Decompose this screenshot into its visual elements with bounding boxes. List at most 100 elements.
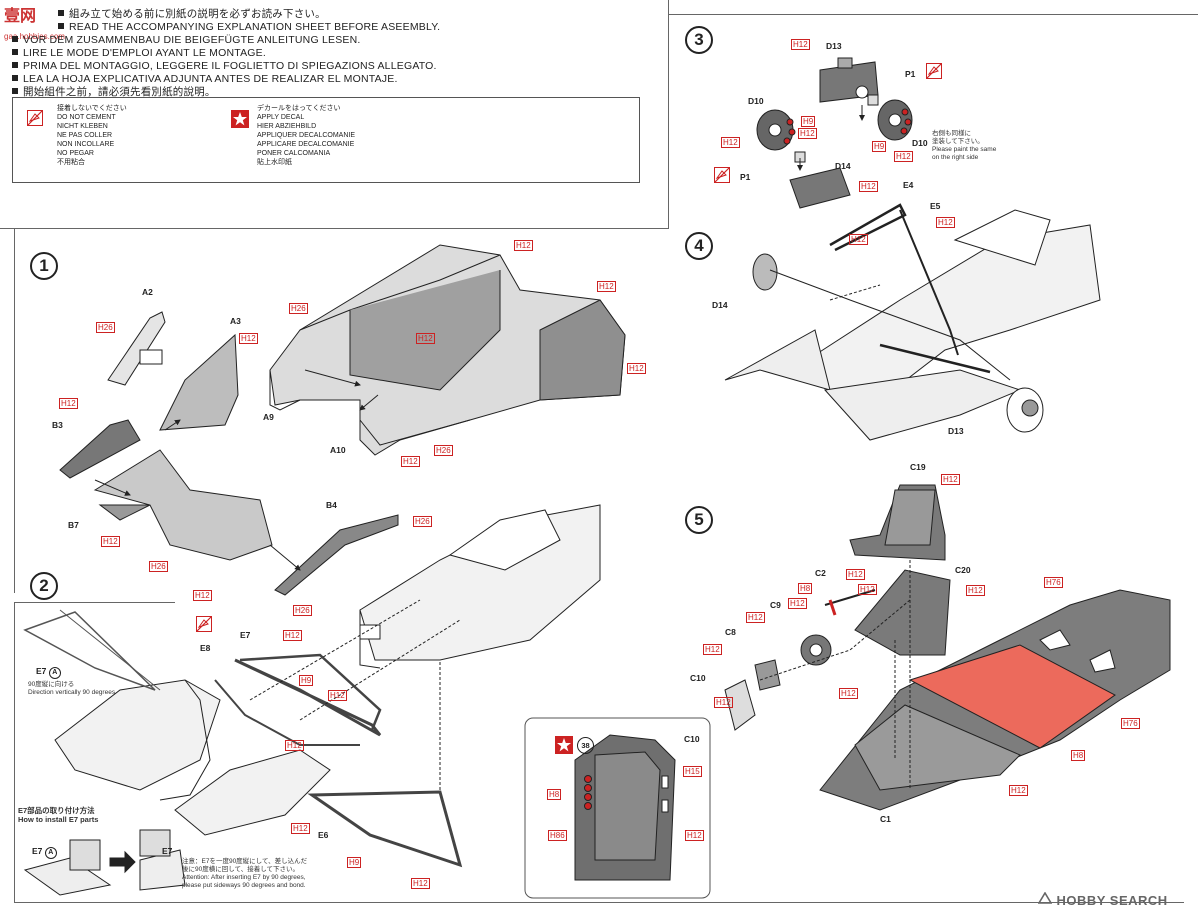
no-cement-icon	[714, 167, 730, 183]
paint-callout: H26	[149, 561, 168, 572]
step1-frame	[14, 228, 15, 593]
step-number-3: 3	[685, 26, 713, 54]
a2-part	[107, 311, 166, 386]
part-label: B3	[52, 420, 63, 430]
paint-callout: H12	[846, 569, 865, 580]
paint-callout: H12	[788, 598, 807, 609]
paint-callout: H12	[627, 363, 646, 374]
part-label: D10	[748, 96, 764, 106]
logo-mark-icon	[1038, 892, 1052, 906]
paint-callout: H12	[101, 536, 120, 547]
paint-callout: H12	[839, 688, 858, 699]
paint-callout: H12	[328, 690, 347, 701]
howto-b-label: E7	[162, 846, 173, 856]
paint-callout: H12	[714, 697, 733, 708]
watermark-sub: gaa.hobbies.com	[4, 32, 65, 41]
paint-callout: H86	[548, 830, 567, 841]
paint-callout: H12	[283, 630, 302, 641]
paint-callout: H12	[894, 151, 913, 162]
paint-callout: H12	[849, 234, 868, 245]
paint-callout: H12	[798, 128, 817, 139]
inset-label: E7 A	[36, 666, 61, 679]
e7-arm	[234, 658, 382, 737]
bulkhead-c20	[854, 569, 951, 656]
e6-arm	[307, 790, 463, 868]
watermark: 壹网 gaa.hobbies.com	[4, 2, 65, 44]
paint-callout: H12	[791, 39, 810, 50]
paint-callout: H12	[746, 612, 765, 623]
part-label: B4	[326, 500, 337, 510]
paint-callout: H9	[872, 141, 887, 152]
step2-inset-frame	[14, 602, 175, 903]
paint-callout: H9	[299, 675, 314, 686]
warning-line: LIRE LE MODE D'EMPLOI AYANT LE MONTAGE.	[12, 47, 440, 60]
paint-callout: H12	[193, 590, 212, 601]
warning-block: 組み立て始める前に別紙の説明を必ずお読み下さい。 READ THE ACCOMP…	[12, 8, 440, 99]
part-label: A9	[263, 412, 274, 422]
logo-text: HOBBY SEARCH	[1056, 893, 1168, 908]
paint-callout: H12	[936, 217, 955, 228]
part-label: C9	[770, 600, 781, 610]
b3-part	[59, 419, 141, 479]
paint-callout: H26	[434, 445, 453, 456]
paint-callout: H12	[941, 474, 960, 485]
paint-callout: H12	[597, 281, 616, 292]
warning-line: PRIMA DEL MONTAGGIO, LEGGERE IL FOGLIETT…	[12, 60, 440, 73]
step-number-4: 4	[685, 232, 713, 260]
d14-part	[789, 167, 851, 209]
paint-callout: H12	[239, 333, 258, 344]
paint-callout: H8	[1071, 750, 1086, 761]
c10-part	[724, 679, 756, 731]
paint-callout: H26	[96, 322, 115, 333]
part-label: B7	[68, 520, 79, 530]
paint-callout: H8	[798, 583, 813, 594]
part-label: P1	[740, 172, 751, 182]
decal-star-icon	[231, 110, 249, 128]
part-label: E8	[200, 643, 211, 653]
part-label: E6	[318, 830, 329, 840]
paint-callout: H26	[293, 605, 312, 616]
step-number-1: 1	[30, 252, 58, 280]
b7-part	[93, 449, 273, 561]
warning-line: LEA LA HOJA EXPLICATIVA ADJUNTA ANTES DE…	[12, 73, 440, 86]
hobbysearch-logo: HOBBY SEARCH	[1038, 892, 1168, 910]
part-label: E5	[930, 201, 941, 211]
paint-callout: H12	[401, 456, 420, 467]
step-number-2: 2	[30, 572, 58, 600]
attention-note: 注意：E7を一度90度縦にして、差し込んだ後に90度横に回して、接着して下さい。…	[182, 858, 308, 889]
paint-callout: H12	[858, 584, 877, 595]
watermark-brand: 壹网	[4, 8, 37, 25]
part-label: E7	[240, 630, 251, 640]
part-label: C8	[725, 627, 736, 637]
warning-line: 開始組件之前，請必須先看別紙的說明。	[12, 86, 440, 99]
paint-callout: H8	[547, 789, 562, 800]
part-label: D14	[712, 300, 728, 310]
no-cement-icon	[926, 63, 942, 79]
part-label: C1	[880, 814, 891, 824]
part-label: A10	[330, 445, 346, 455]
part-label: D10	[912, 138, 928, 148]
paint-callout: H12	[1009, 785, 1028, 796]
part-label: C10	[684, 734, 700, 744]
paint-callout: H12	[291, 823, 310, 834]
paint-callout: H12	[285, 740, 304, 751]
part-label: E4	[903, 180, 914, 190]
step-number-5: 5	[685, 506, 713, 534]
part-label: A3	[230, 316, 241, 326]
paint-callout: H12	[411, 878, 430, 889]
paint-callout: H12	[685, 830, 704, 841]
paint-callout: H15	[683, 766, 702, 777]
part-label: D14	[835, 161, 851, 171]
part-label: D13	[948, 426, 964, 436]
paint-callout: H12	[721, 137, 740, 148]
part-label: D13	[826, 41, 842, 51]
howto-a-label: E7 A	[32, 846, 57, 859]
paint-callout: H9	[801, 116, 816, 127]
part-label: C20	[955, 565, 971, 575]
paint-callout: H26	[289, 303, 308, 314]
